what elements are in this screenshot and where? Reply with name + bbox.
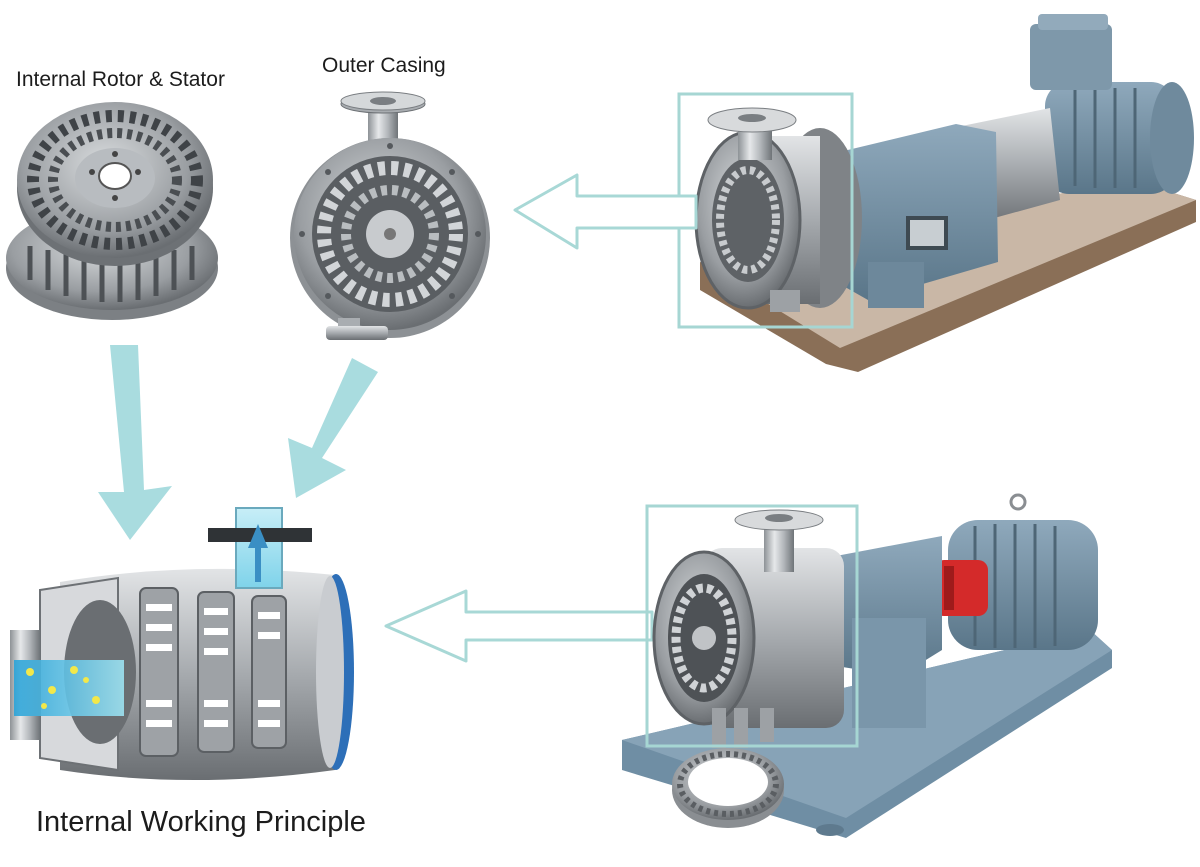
arrow-to-outer-casing xyxy=(513,173,698,250)
horizontal-pump-image-bottom xyxy=(622,493,1112,838)
internal-working-principle-image xyxy=(10,507,354,780)
rotor-stator-image xyxy=(6,102,218,320)
horizontal-pump-image-top xyxy=(694,14,1196,372)
arrow-rotor-to-principle xyxy=(98,345,172,540)
working-principle-label: Internal Working Principle xyxy=(36,806,366,838)
highlight-box-bottom xyxy=(645,504,859,748)
rotor-stator-label: Internal Rotor & Stator xyxy=(16,68,225,91)
arrow-casing-to-principle xyxy=(288,358,378,498)
outer-casing-label: Outer Casing xyxy=(322,54,446,77)
outer-casing-image xyxy=(290,91,490,340)
arrow-to-working-principle xyxy=(384,589,654,663)
